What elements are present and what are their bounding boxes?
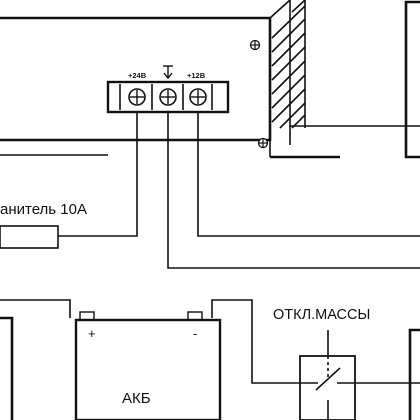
battery-plus-label: + [88,326,96,341]
mount-screw-icon [249,39,261,51]
screw-terminal-icon [159,88,177,106]
battery-minus-label: - [193,326,197,341]
converter-housing [0,0,420,159]
terminal-block: +24В +12В [106,65,230,114]
heatsink-fins [271,0,306,129]
device-box [404,0,420,159]
battery-akb: + - АКБ [74,311,222,420]
terminal-label-24v: +24В [128,71,147,80]
fuse: анитель 10А [0,201,87,249]
screw-terminal-icon [189,88,207,106]
fuse-label: анитель 10А [0,201,87,218]
ground-switch: ОТКЛ.МАССЫ [273,307,370,420]
wires [0,112,420,384]
battery-label: АКБ [122,390,151,407]
screw-terminal-icon [128,88,146,106]
right-device [408,328,420,420]
left-battery [0,316,14,420]
switch-label: ОТКЛ.МАССЫ [273,307,370,323]
mount-screw-icon [257,137,269,149]
terminal-label-12v: +12В [187,71,206,80]
ground-arrow-icon [163,65,173,80]
